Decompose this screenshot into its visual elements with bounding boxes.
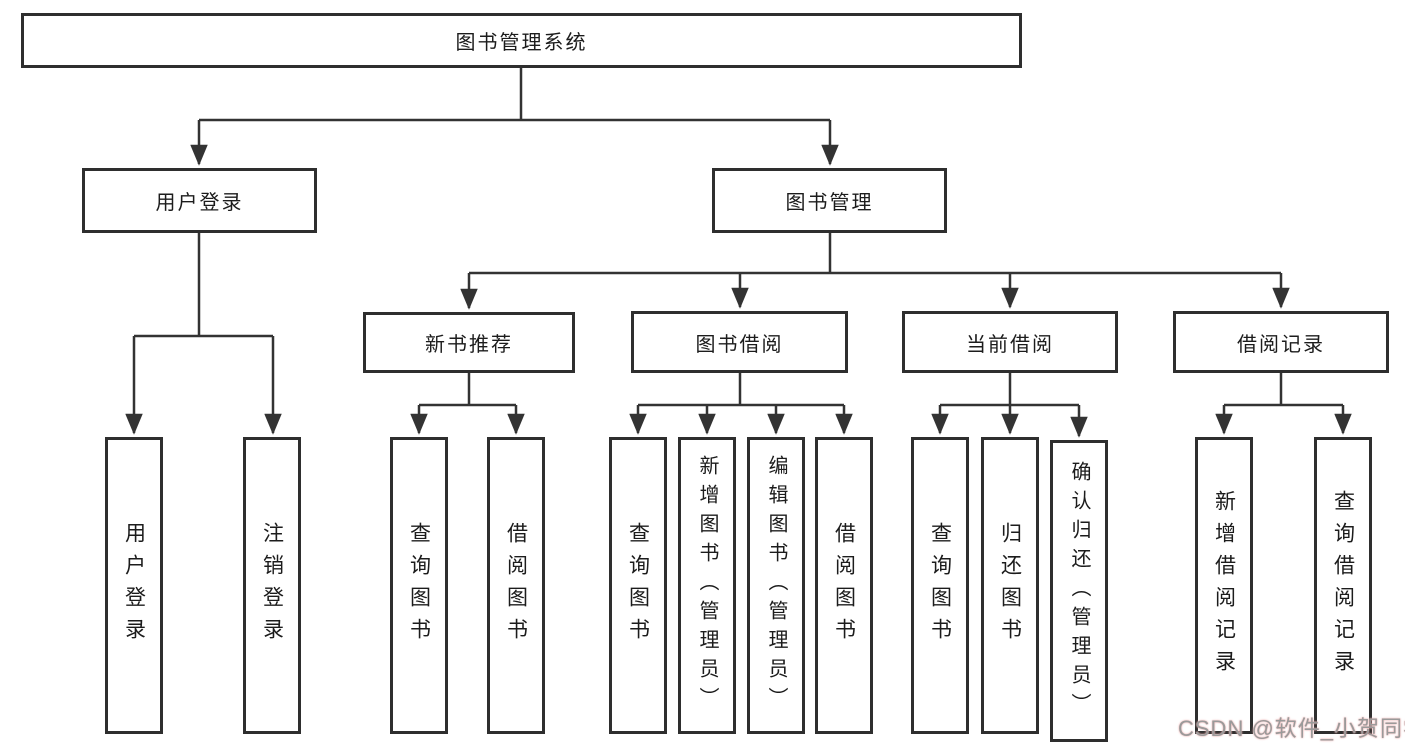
leaf-return-books: 归还图书 bbox=[981, 437, 1039, 734]
leaf-query-borrow-record: 查询借阅记录 bbox=[1314, 437, 1372, 734]
node-library-management-system: 图书管理系统 bbox=[21, 13, 1022, 68]
node-label: 用户登录 bbox=[155, 192, 244, 214]
node-label: 查询借阅记录 bbox=[1331, 489, 1355, 682]
leaf-add-books-admin: 新增图书（管理员） bbox=[678, 437, 736, 734]
node-label: 查询图书 bbox=[626, 521, 650, 650]
node-label: 借阅图书 bbox=[832, 521, 856, 650]
leaf-user-login: 用户登录 bbox=[105, 437, 163, 734]
node-label: 图书管理系统 bbox=[455, 32, 588, 54]
leaf-query-books: 查询图书 bbox=[390, 437, 448, 734]
node-label: 查询图书 bbox=[928, 521, 952, 650]
node-label: 新书推荐 bbox=[425, 334, 513, 356]
node-label: 图书管理 bbox=[785, 192, 874, 214]
leaf-borrow-books: 借阅图书 bbox=[487, 437, 545, 734]
node-label: 归还图书 bbox=[998, 521, 1022, 650]
node-label: 新增图书（管理员） bbox=[696, 455, 718, 716]
node-current-borrowing: 当前借阅 bbox=[902, 311, 1118, 373]
node-new-book-recommendation: 新书推荐 bbox=[363, 312, 575, 373]
csdn-watermark: CSDN @软件_小贺同学 bbox=[1178, 716, 1405, 741]
node-label: 编辑图书（管理员） bbox=[765, 455, 787, 716]
leaf-edit-books-admin: 编辑图书（管理员） bbox=[747, 437, 805, 734]
leaf-add-borrow-record: 新增借阅记录 bbox=[1195, 437, 1253, 734]
leaf-confirm-return-admin: 确认归还（管理员） bbox=[1050, 440, 1108, 742]
leaf-query-books: 查询图书 bbox=[911, 437, 969, 734]
node-book-borrowing: 图书借阅 bbox=[631, 311, 848, 373]
node-book-management-branch: 图书管理 bbox=[712, 168, 947, 233]
leaf-query-books: 查询图书 bbox=[609, 437, 667, 734]
node-label: 注销登录 bbox=[260, 521, 284, 650]
node-label: 借阅记录 bbox=[1237, 333, 1325, 356]
node-borrowing-records: 借阅记录 bbox=[1173, 311, 1389, 373]
leaf-borrow-books: 借阅图书 bbox=[815, 437, 873, 734]
node-label: 查询图书 bbox=[407, 521, 431, 650]
node-label: 新增借阅记录 bbox=[1212, 489, 1236, 682]
node-label: 当前借阅 bbox=[966, 333, 1054, 356]
node-label: 图书借阅 bbox=[695, 333, 784, 356]
node-label: 确认归还（管理员） bbox=[1068, 460, 1090, 722]
leaf-logout: 注销登录 bbox=[243, 437, 301, 734]
node-label: 借阅图书 bbox=[504, 521, 528, 650]
node-label: 用户登录 bbox=[122, 521, 146, 650]
node-user-login-branch: 用户登录 bbox=[82, 168, 317, 233]
